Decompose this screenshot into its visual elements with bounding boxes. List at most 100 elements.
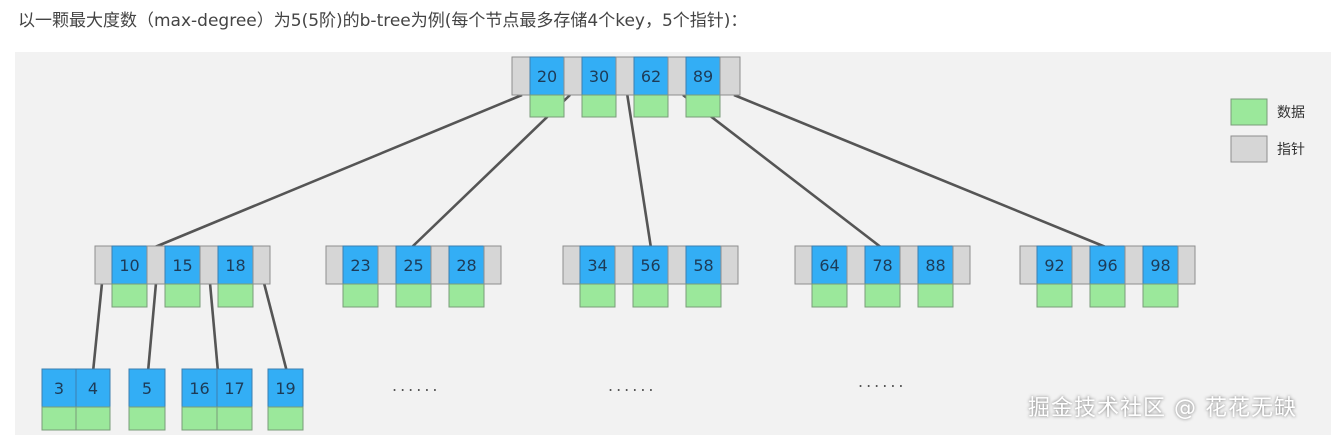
data-box — [632, 283, 669, 308]
data-box — [111, 283, 148, 308]
level2-node-5-key-98: 98 — [1142, 245, 1179, 308]
data-box — [217, 283, 254, 308]
data-box — [181, 406, 218, 431]
data-box — [448, 283, 485, 308]
key-label: 64 — [819, 256, 839, 275]
key-label: 3 — [54, 379, 64, 398]
level2-node-5-pointer-last — [1177, 245, 1196, 285]
level2-node-3-pointer-last — [720, 245, 739, 285]
data-box — [41, 406, 77, 431]
data-box — [395, 283, 432, 308]
key-box — [632, 245, 669, 285]
page-heading: 以一颗最大度数（max-degree）为5(5阶)的b-tree为例(每个节点最… — [18, 11, 748, 31]
key-label: 98 — [1150, 256, 1170, 275]
level2-node-1-key-15: 15 — [164, 245, 201, 308]
key-box — [128, 368, 166, 408]
level2-node-2-pointer-2 — [430, 245, 450, 285]
key-label: 92 — [1044, 256, 1064, 275]
level2-node-3-pointer-1 — [614, 245, 634, 285]
data-box — [216, 406, 253, 431]
edges — [91, 92, 1109, 373]
key-label: 18 — [225, 256, 245, 275]
level2-node-4-pointer-2 — [899, 245, 919, 285]
data-box — [685, 94, 721, 118]
data-box — [1036, 283, 1073, 308]
ellipsis-2: ...... — [608, 376, 657, 395]
level2-node-4-pointer-last — [952, 245, 971, 285]
leaf-node-1-key-3: 3 — [41, 368, 77, 431]
leaf-node-3-key-16: 16 — [181, 368, 218, 431]
root-pointer-3 — [667, 56, 687, 96]
level2-node-4-pointer-0 — [794, 245, 813, 285]
key-label: 89 — [693, 67, 713, 86]
level2-node-3-key-34: 34 — [579, 245, 616, 308]
edge-root-p0 — [154, 93, 523, 249]
level2-node-1-key-10: 10 — [111, 245, 148, 308]
key-label: 20 — [537, 67, 557, 86]
edge-root-p2 — [625, 92, 653, 249]
key-box — [864, 245, 901, 285]
level2-node-1-pointer-2 — [199, 245, 219, 285]
data-box — [864, 283, 901, 308]
level2-node-3-pointer-2 — [667, 245, 687, 285]
key-label: 4 — [88, 379, 98, 398]
level2-node-3-key-56: 56 — [632, 245, 669, 308]
level2-node-2-key-23: 23 — [342, 245, 379, 308]
data-box — [529, 94, 565, 118]
level2-node-1-pointer-0 — [94, 245, 113, 285]
level2-node-2-key-28: 28 — [448, 245, 485, 308]
ellipsis-3: ...... — [858, 372, 907, 391]
leaf-node-1-key-4: 4 — [75, 368, 111, 431]
data-box — [917, 283, 954, 308]
edge-10-p2 — [208, 282, 220, 373]
level2-node-2-pointer-0 — [325, 245, 344, 285]
level2-node-5-key-92: 92 — [1036, 245, 1073, 308]
legend-pointer-swatch — [1230, 135, 1268, 163]
key-label: 19 — [275, 379, 295, 398]
ellipsis-1: ...... — [392, 376, 441, 395]
data-box — [1089, 283, 1126, 308]
data-box — [1142, 283, 1179, 308]
root-key-62: 62 — [633, 56, 669, 118]
leaf-node-3-key-17: 17 — [216, 368, 253, 431]
legend-data-swatch — [1230, 98, 1268, 126]
level2-node-3-pointer-0 — [562, 245, 581, 285]
data-box — [128, 406, 166, 431]
data-box — [75, 406, 111, 431]
data-box — [581, 94, 617, 118]
level2-node-5-pointer-1 — [1071, 245, 1091, 285]
root-pointer-4 — [719, 56, 741, 96]
edge-root-p3 — [682, 93, 883, 250]
edge-10-p1 — [146, 282, 158, 373]
root-key-89: 89 — [685, 56, 721, 118]
level2-node-3-key-58: 58 — [685, 245, 722, 308]
level2-node-4-key-64: 64 — [811, 245, 848, 308]
key-label: 5 — [142, 379, 152, 398]
level2-node-2-pointer-last — [483, 245, 502, 285]
key-box — [217, 245, 254, 285]
level2-node-5-pointer-2 — [1124, 245, 1144, 285]
key-label: 10 — [119, 256, 139, 275]
level2-node-4-key-78: 78 — [864, 245, 901, 308]
data-box — [633, 94, 669, 118]
key-box — [75, 368, 111, 408]
watermark: 掘金技术社区 @ 花花无缺 — [1028, 396, 1297, 421]
key-label: 15 — [172, 256, 192, 275]
root-key-20: 20 — [529, 56, 565, 118]
level2-node-1-pointer-last — [252, 245, 271, 285]
key-box — [917, 245, 954, 285]
key-label: 16 — [189, 379, 209, 398]
key-box — [811, 245, 848, 285]
key-label: 28 — [456, 256, 476, 275]
data-box — [685, 283, 722, 308]
level2-node-5-pointer-0 — [1019, 245, 1038, 285]
key-label: 58 — [693, 256, 713, 275]
key-box — [267, 368, 304, 408]
key-label: 62 — [641, 67, 661, 86]
data-box — [164, 283, 201, 308]
level2-node-4-pointer-1 — [846, 245, 866, 285]
level2-node-2-key-25: 25 — [395, 245, 432, 308]
level2-node-1-key-18: 18 — [217, 245, 254, 308]
legend-data-label: 数据 — [1277, 105, 1305, 121]
key-label: 56 — [640, 256, 660, 275]
